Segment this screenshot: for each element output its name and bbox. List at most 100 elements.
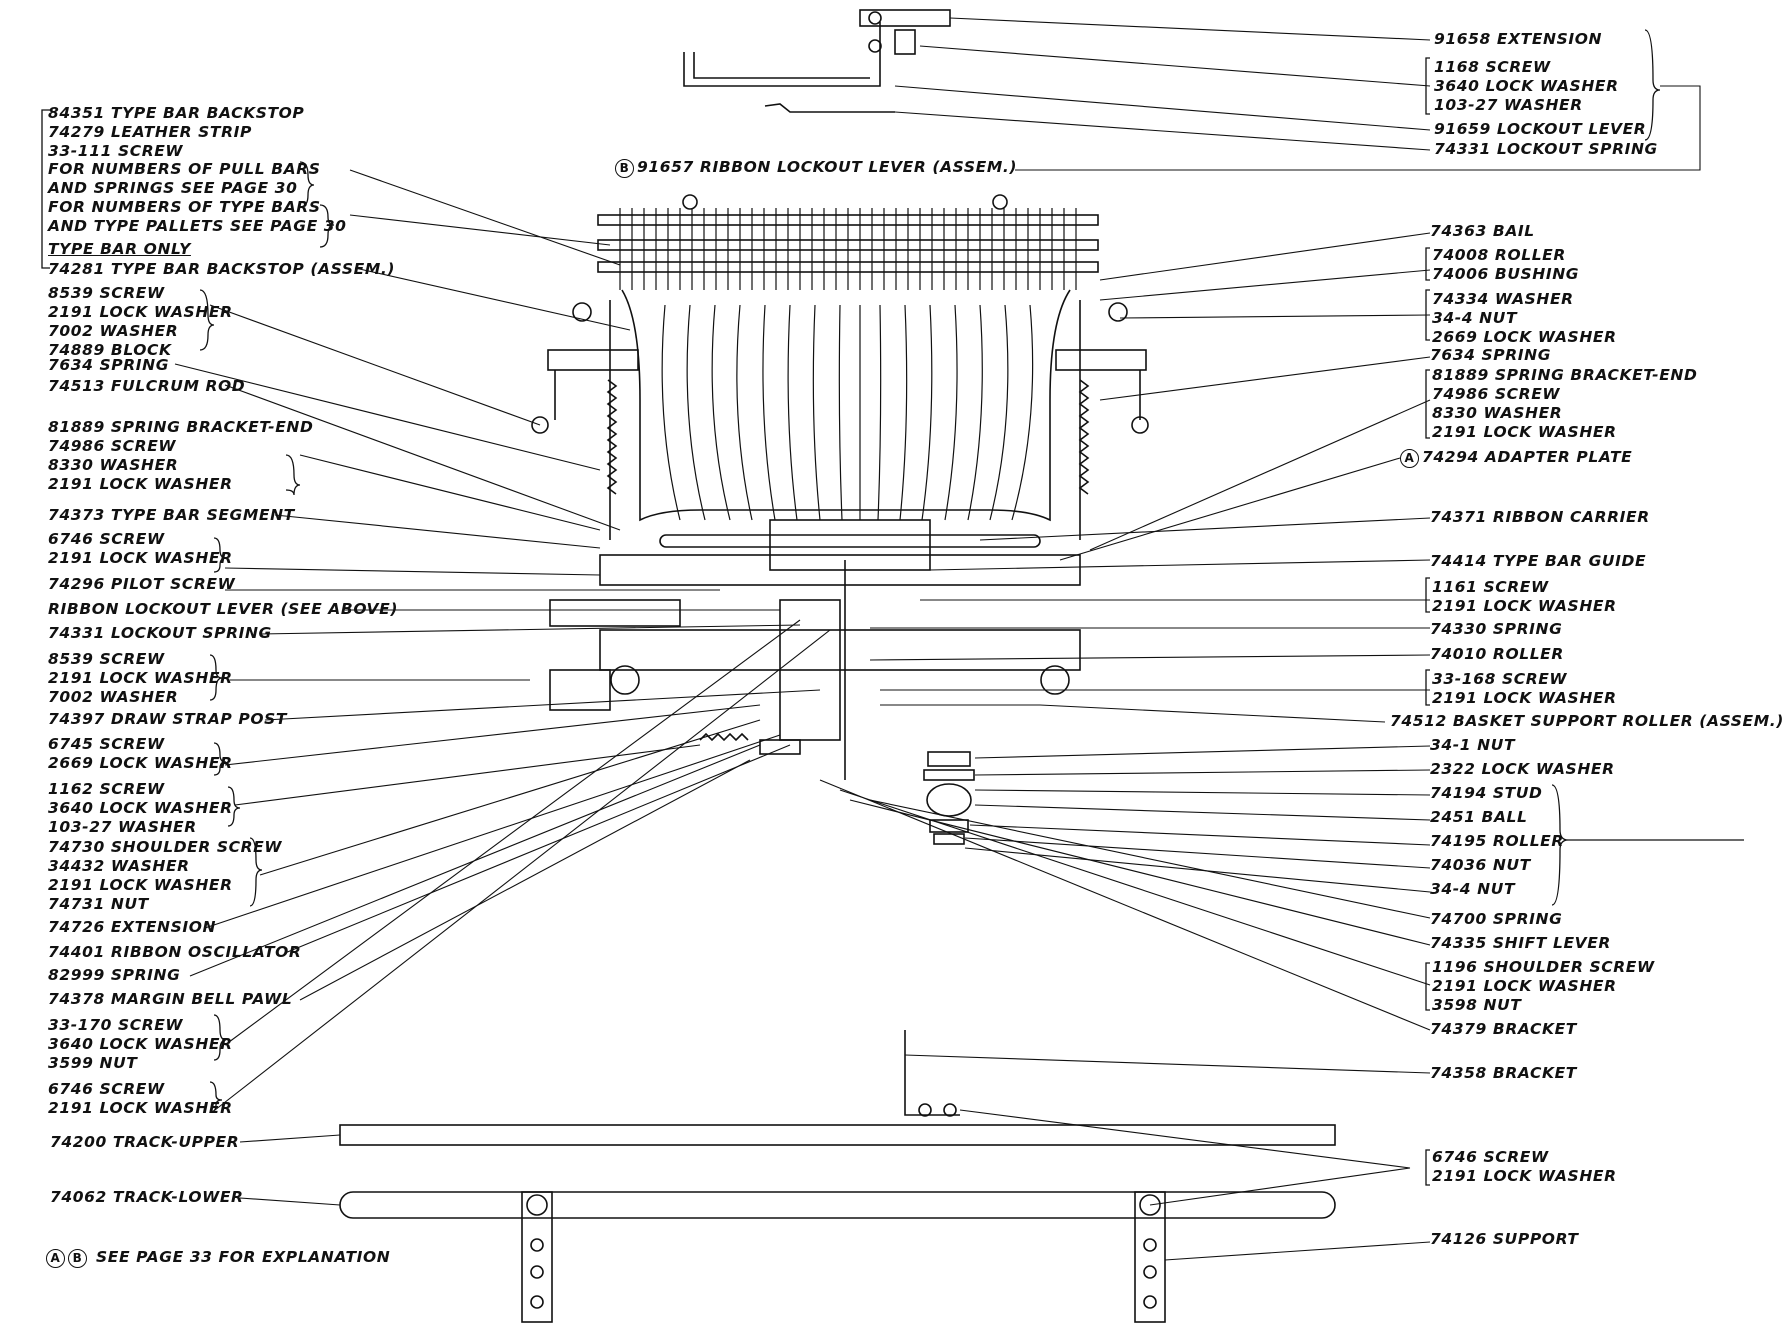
label-extension: 91658 EXTENSION xyxy=(1434,30,1603,48)
label: 7002 WASHER xyxy=(48,322,179,340)
label: 3640 LOCK WASHER xyxy=(48,1035,233,1053)
label-lockout-spring: 74331 LOCKOUT SPRING xyxy=(1434,140,1658,158)
bracket-screw xyxy=(918,1103,932,1117)
label-spring-74330: 74330 SPRING xyxy=(1430,620,1563,638)
label: 1161 SCREW xyxy=(1432,578,1549,596)
label: 6745 SCREW xyxy=(48,735,165,753)
label-group-screw-r3: 6746 SCREW 2191 LOCK WASHER xyxy=(1432,1148,1617,1186)
screw-head xyxy=(868,39,882,53)
label-track-lower: 74062 TRACK-LOWER xyxy=(50,1188,244,1206)
label: 6746 SCREW xyxy=(48,1080,165,1098)
label-group-roller: 74008 ROLLER 74006 BUSHING xyxy=(1432,246,1579,284)
label: 2191 LOCK WASHER xyxy=(1432,1167,1617,1185)
label: 3640 LOCK WASHER xyxy=(1434,77,1619,95)
label-group-bracket-right: 81889 SPRING BRACKET-END 74986 SCREW 833… xyxy=(1432,366,1697,442)
label-group-washer: 74334 WASHER 34-4 NUT 2669 LOCK WASHER xyxy=(1432,290,1617,347)
label: 2322 LOCK WASHER xyxy=(1430,760,1615,778)
label: 81889 SPRING BRACKET-END xyxy=(1432,366,1698,384)
label: 34-1 NUT xyxy=(1430,736,1516,754)
guide-block xyxy=(769,519,931,571)
marker-b: B xyxy=(615,159,634,178)
lockout-spring xyxy=(764,103,895,113)
basket-frame xyxy=(621,289,1071,522)
track-upper-bar xyxy=(339,1124,1336,1146)
margin-pawl xyxy=(759,739,801,755)
label-pilot-screw: 74296 PILOT SCREW xyxy=(48,575,236,593)
left-roller xyxy=(572,302,592,322)
oscillator-spring xyxy=(699,732,749,742)
label-spring-82999: 82999 SPRING xyxy=(48,966,181,984)
label: 8539 SCREW xyxy=(48,650,165,668)
track-lower-bar xyxy=(339,1191,1336,1219)
label-shift-lever: 74335 SHIFT LEVER xyxy=(1430,934,1611,952)
label-bell-pawl: 74378 MARGIN BELL PAWL xyxy=(48,990,293,1008)
label-oscillator: 74401 RIBBON OSCILLATOR xyxy=(48,943,302,961)
label: 2191 LOCK WASHER xyxy=(1432,423,1617,441)
label: 74334 WASHER xyxy=(1432,290,1574,308)
post-knob xyxy=(992,194,1008,210)
type-bars-curved xyxy=(661,304,1034,521)
parts-diagram: 91658 EXTENSION 1168 SCREW 3640 LOCK WAS… xyxy=(41,9,1783,1323)
left-spring xyxy=(606,379,618,495)
label-spring: 7634 SPRING xyxy=(48,356,170,374)
type-bar-rods xyxy=(619,208,1077,290)
label-lockout-lever: 91659 LOCKOUT LEVER xyxy=(1434,120,1647,138)
label: 2191 LOCK WASHER xyxy=(48,303,233,321)
label-roller-74010: 74010 ROLLER xyxy=(1430,645,1564,663)
bracket-legs xyxy=(554,370,1141,420)
label-group-screw-4: 6745 SCREW 2669 LOCK WASHER xyxy=(48,735,233,773)
marker-a: A xyxy=(1400,449,1419,468)
label: 103-27 WASHER xyxy=(48,818,197,836)
label-guide: 74414 TYPE BAR GUIDE xyxy=(1430,552,1647,570)
label-extension-left: 74726 EXTENSION xyxy=(48,918,217,936)
label: 2451 BALL xyxy=(1430,808,1528,826)
label: 34-4 NUT xyxy=(1432,309,1518,327)
label: FOR NUMBERS OF PULL BARS xyxy=(48,160,321,178)
label: 103-27 WASHER xyxy=(1434,96,1583,114)
right-spring xyxy=(1078,379,1090,495)
right-bolt xyxy=(1040,665,1070,695)
label-group-backstop: 84351 TYPE BAR BACKSTOP 74279 LEATHER ST… xyxy=(48,104,304,161)
post-knob xyxy=(682,194,698,210)
label: 2191 LOCK WASHER xyxy=(48,475,233,493)
label-spring-right: 7634 SPRING xyxy=(1430,346,1552,364)
label-group-shoulder-right: 1196 SHOULDER SCREW 2191 LOCK WASHER 359… xyxy=(1432,958,1655,1015)
label-bracket-74358: 74358 BRACKET xyxy=(1430,1064,1577,1082)
label: 1162 SCREW xyxy=(48,780,165,798)
type-bar-segment xyxy=(599,554,1081,586)
label-group-top-screws: 1168 SCREW 3640 LOCK WASHER 103-27 WASHE… xyxy=(1434,58,1619,115)
label: FOR NUMBERS OF TYPE BARS xyxy=(48,198,321,216)
label: 2191 LOCK WASHER xyxy=(48,549,233,567)
label-ribbon-lockout-ref: RIBBON LOCKOUT LEVER (SEE ABOVE) xyxy=(48,600,399,618)
label: 74730 SHOULDER SCREW xyxy=(48,838,283,856)
right-bracket xyxy=(1055,349,1147,371)
label: 84351 TYPE BAR BACKSTOP xyxy=(48,104,305,122)
screw-head xyxy=(868,11,882,25)
label: 2669 LOCK WASHER xyxy=(1432,328,1617,346)
label-backstop-assem: 74281 TYPE BAR BACKSTOP (ASSEM.) xyxy=(48,260,396,278)
label: 3598 NUT xyxy=(1432,996,1522,1014)
roller-lower-nut xyxy=(929,819,969,833)
label-group-bracket: 81889 SPRING BRACKET-END 74986 SCREW 833… xyxy=(48,418,313,494)
label: 1196 SHOULDER SCREW xyxy=(1432,958,1655,976)
label: 74194 STUD xyxy=(1430,784,1543,802)
label-group-screw-5: 1162 SCREW 3640 LOCK WASHER 103-27 WASHE… xyxy=(48,780,233,837)
label-group-screw-1: 8539 SCREW 2191 LOCK WASHER 7002 WASHER … xyxy=(48,284,233,360)
label: 2669 LOCK WASHER xyxy=(48,754,233,772)
label-segment: 74373 TYPE BAR SEGMENT xyxy=(48,506,295,524)
label-group-screw-6: 33-170 SCREW 3640 LOCK WASHER 3599 NUT xyxy=(48,1016,233,1073)
bracket-74358 xyxy=(904,1030,960,1116)
label: 74279 LEATHER STRIP xyxy=(48,123,252,141)
bracket-screw xyxy=(943,1103,957,1117)
center-column xyxy=(779,599,841,741)
marker-a: A xyxy=(46,1249,65,1268)
label: 3640 LOCK WASHER xyxy=(48,799,233,817)
label-track-upper: 74200 TRACK-UPPER xyxy=(50,1133,240,1151)
label-bail: 74363 BAIL xyxy=(1430,222,1535,240)
label-ribbon-carrier: 74371 RIBBON CARRIER xyxy=(1430,508,1650,526)
label: 6746 SCREW xyxy=(1432,1148,1549,1166)
label: 74986 SCREW xyxy=(1432,385,1561,403)
label: 81889 SPRING BRACKET-END xyxy=(48,418,314,436)
support-right xyxy=(1134,1191,1166,1323)
